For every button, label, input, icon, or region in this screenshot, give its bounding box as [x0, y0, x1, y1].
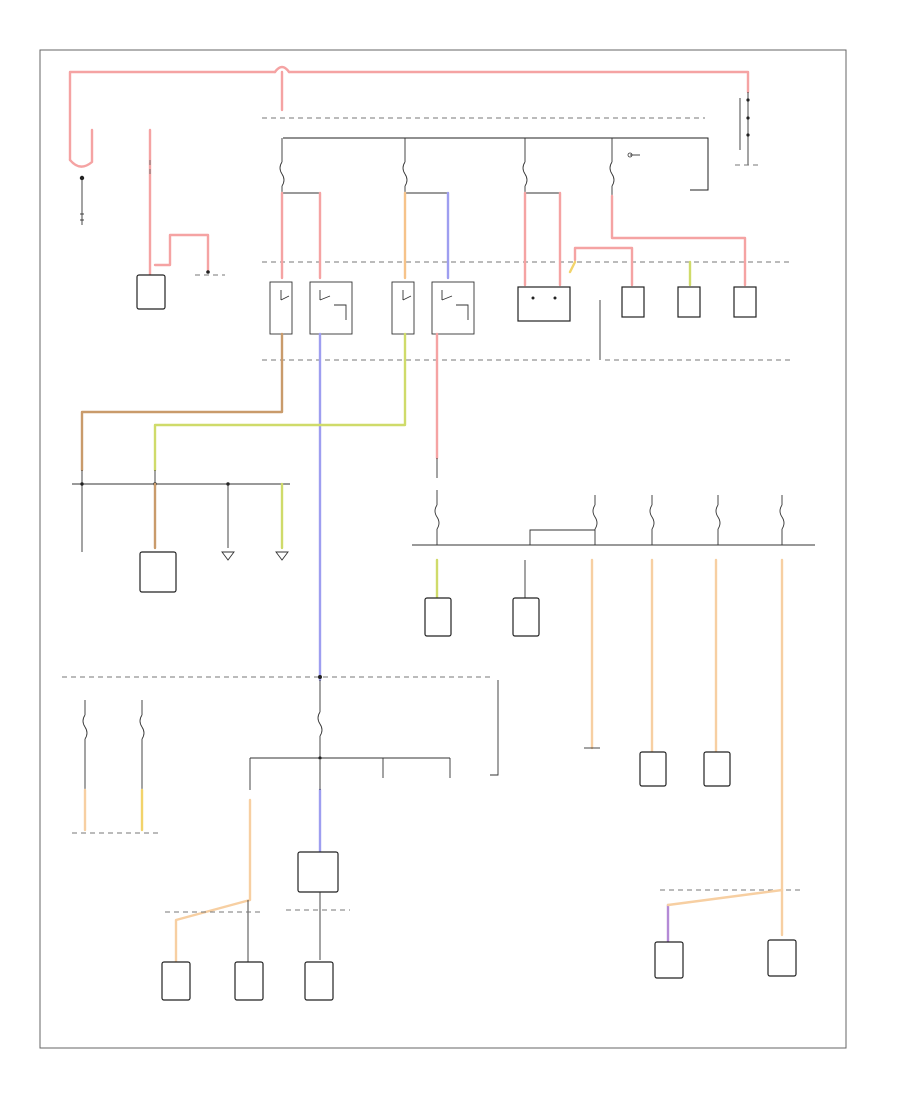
indicator-lamp [627, 152, 633, 158]
diagram-border [39, 49, 847, 1049]
battery-block [79, 160, 225, 310]
relays [269, 281, 757, 335]
lower-right-loads [654, 888, 800, 979]
right-distribution-bus [412, 490, 815, 892]
battery-feed-wires [68, 65, 750, 277]
left-distribution-bus [72, 470, 290, 593]
generator-terminal [206, 270, 210, 274]
relay-feed-wires [280, 191, 747, 287]
lower-center-distribution [62, 675, 499, 1001]
starter-motor [136, 274, 166, 310]
relay-output-wires [80, 332, 439, 682]
battery-terminal [79, 175, 85, 181]
lower-left-fuses [72, 700, 160, 834]
ignition-switch-block [735, 92, 760, 166]
top-fuse-row [279, 138, 640, 196]
